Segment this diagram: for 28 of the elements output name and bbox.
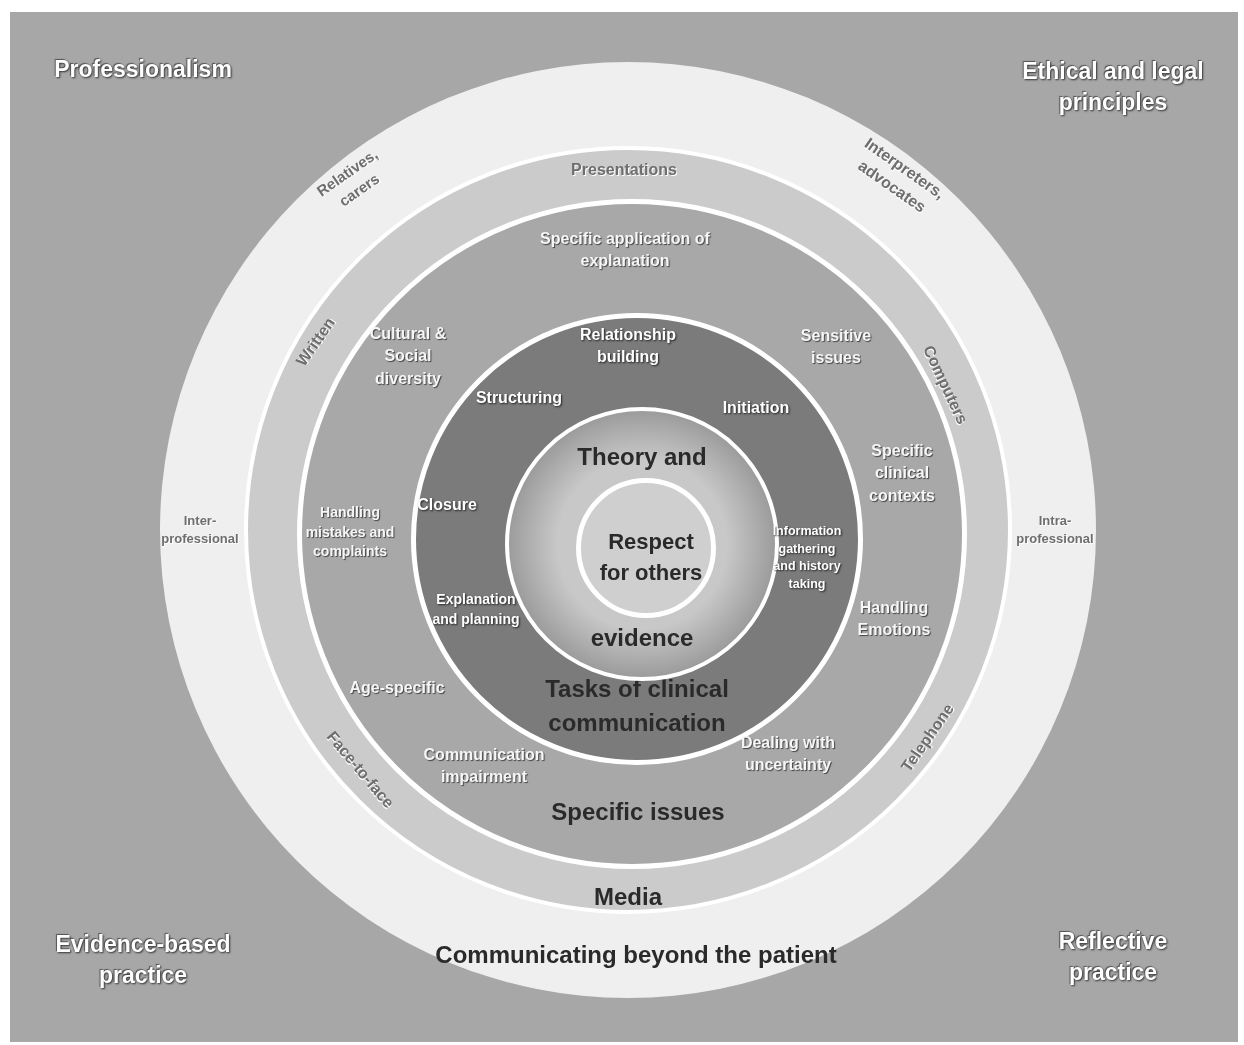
topic-label: Communication impairment <box>422 744 546 787</box>
ring-title: Specific issues <box>550 797 726 828</box>
ring-title: Theory and <box>576 442 708 473</box>
corner-label: Evidence-based practice <box>54 929 232 990</box>
topic-label: Presentations <box>570 159 678 180</box>
topic-label: Inter- professional <box>160 511 240 548</box>
topic-label: Relationship building <box>579 324 677 367</box>
topic-label: Specific application of explanation <box>539 228 711 271</box>
ring-title: Respect for others <box>598 528 704 587</box>
topic-label: Handling mistakes and complaints <box>304 502 396 561</box>
topic-label: Dealing with uncertainty <box>739 732 837 775</box>
ring-title: evidence <box>589 623 695 654</box>
ring-title: Media <box>593 882 664 913</box>
corner-label: Professionalism <box>53 55 233 85</box>
topic-label: Handling Emotions <box>856 597 932 640</box>
topic-label: Initiation <box>721 397 791 418</box>
ring-title: Communicating beyond the patient <box>434 940 838 971</box>
corner-label: Ethical and legal principles <box>1021 56 1205 117</box>
ring-title: Tasks of clinical communication <box>544 674 730 738</box>
topic-label: Closure <box>416 494 478 515</box>
topic-label: Age-specific <box>348 677 446 698</box>
topic-label: Intra- professional <box>1015 511 1095 548</box>
topic-label: Structuring <box>474 387 564 408</box>
topic-label: Cultural & Social diversity <box>368 324 448 390</box>
topic-label: Specific clinical contexts <box>868 441 936 507</box>
topic-label: Sensitive issues <box>799 325 873 368</box>
corner-label: Reflective practice <box>1057 926 1169 987</box>
topic-label: Explanation and planning <box>431 590 521 629</box>
